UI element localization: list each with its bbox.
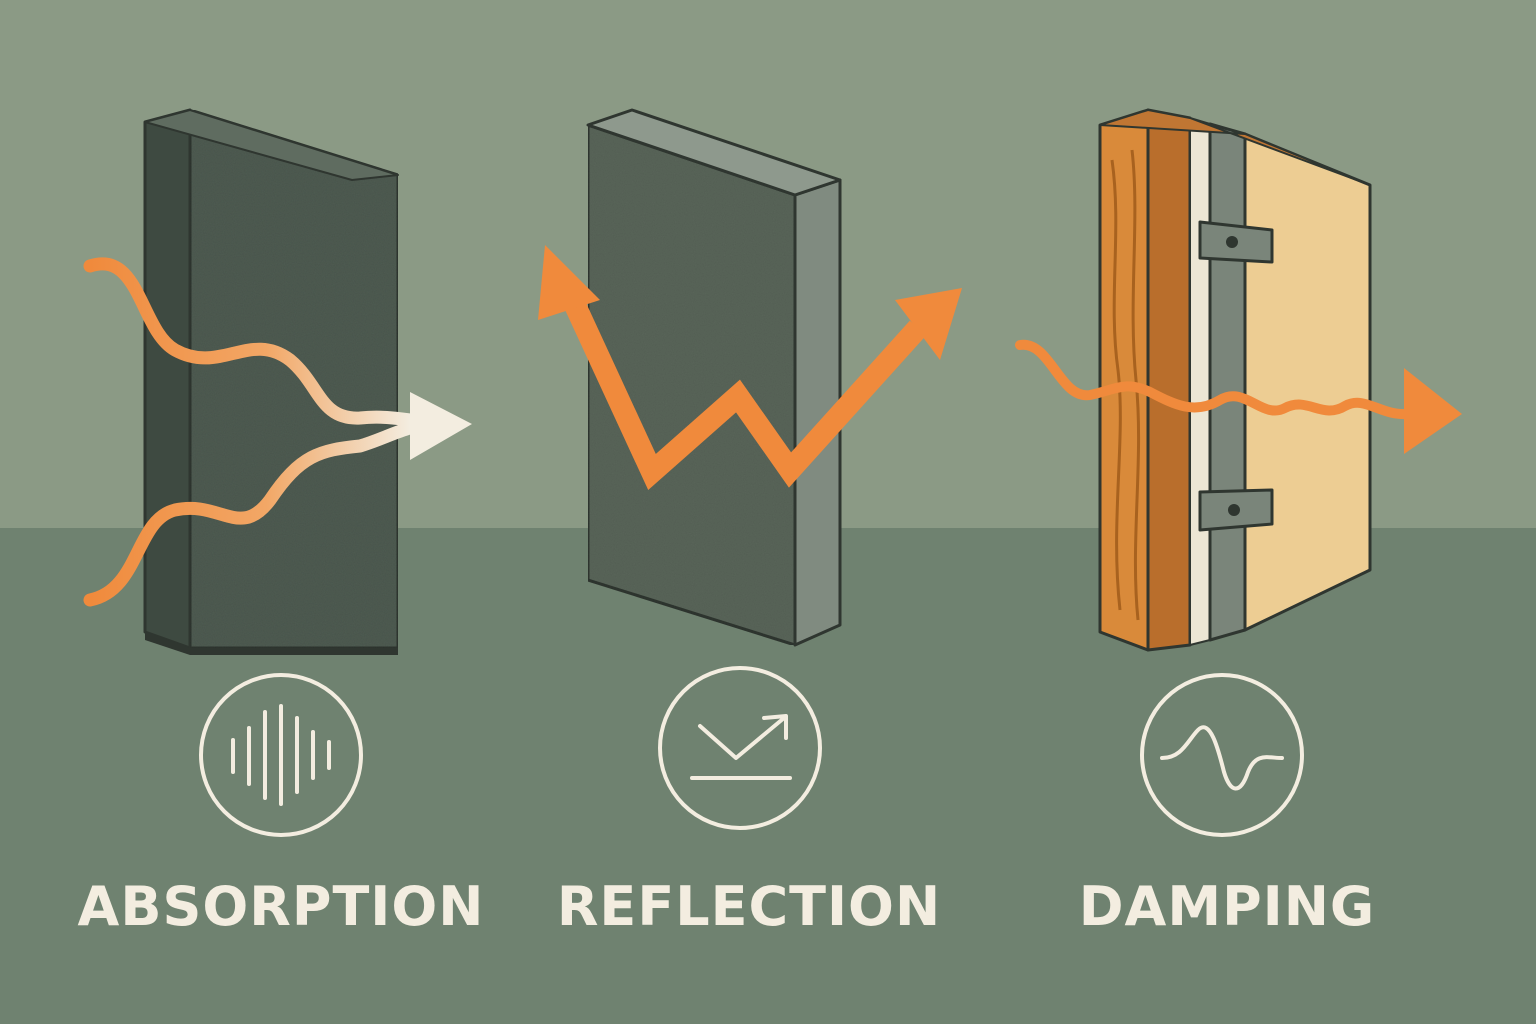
absorption-label: ABSORPTION — [71, 872, 491, 942]
absorption-label-text: ABSORPTION — [77, 875, 485, 938]
reflection-label: REFLECTION — [539, 872, 959, 942]
reflection-label-text: REFLECTION — [556, 875, 942, 938]
absorption-panel — [143, 108, 400, 655]
damping-wave — [1015, 339, 1462, 454]
resilient-clip-top — [1198, 220, 1274, 264]
reflection-arrow — [538, 245, 962, 491]
damping-panel — [1098, 108, 1372, 652]
absorption-waves — [83, 257, 472, 607]
reflection-panel — [586, 108, 842, 647]
damping-label: DAMPING — [1017, 872, 1437, 942]
resilient-clip-bottom — [1198, 488, 1274, 532]
sound-wave-bars-icon — [199, 673, 363, 837]
damped-pulse-icon — [1140, 673, 1304, 837]
damping-label-text: DAMPING — [1078, 875, 1376, 938]
reflection-arrow-icon — [658, 666, 822, 830]
